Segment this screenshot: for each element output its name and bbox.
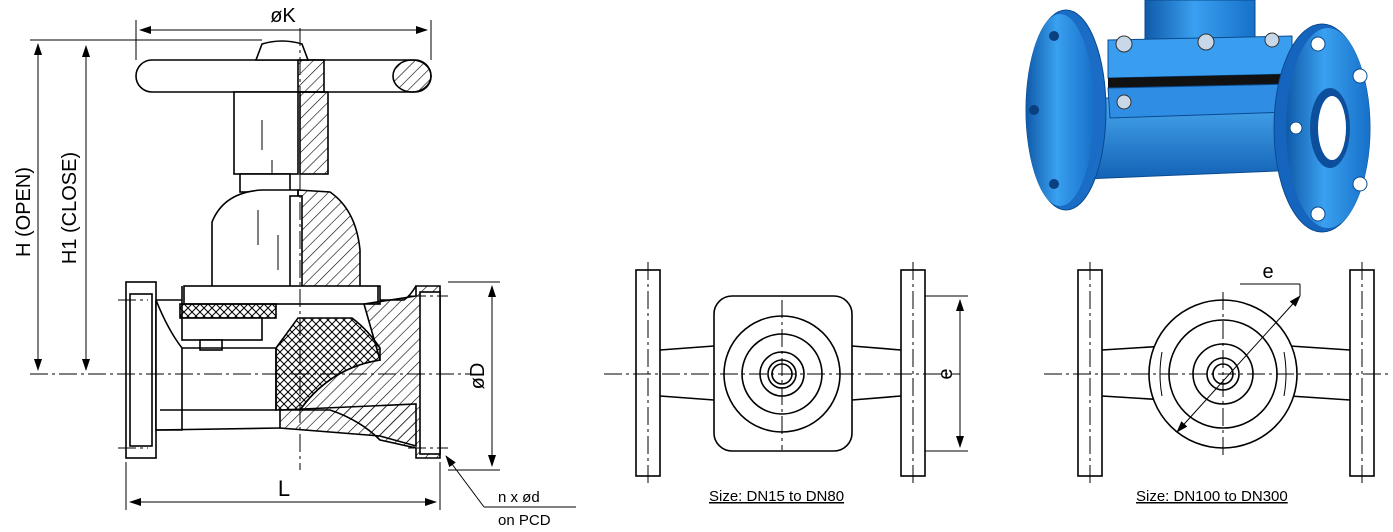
dim-d-label: øD <box>467 363 489 390</box>
section-view <box>30 28 470 470</box>
dimension-lines <box>30 20 576 510</box>
dim-e-label-large: e <box>1262 261 1273 283</box>
diaphragm-assembly <box>179 285 381 351</box>
caption-small: Size: DN15 to DN80 <box>709 488 844 505</box>
valve-3d-render <box>1025 0 1371 233</box>
dim-h-label: H (OPEN) <box>13 167 35 257</box>
handwheel <box>135 40 432 93</box>
bonnet <box>211 189 361 289</box>
bolt-pcd-label: on PCD <box>498 512 551 529</box>
top-view-large <box>1044 262 1388 484</box>
valve-body <box>125 281 441 459</box>
top-view-small <box>604 262 968 484</box>
dim-e-label-small: e <box>935 368 957 379</box>
dim-h1-label: H1 (CLOSE) <box>59 152 81 264</box>
caption-large: Size: DN100 to DN300 <box>1136 488 1288 505</box>
bonnet-neck <box>233 91 329 193</box>
dim-k-label: øK <box>270 5 296 27</box>
bolt-spec-label: n x ød <box>498 489 540 506</box>
dim-l-label: L <box>278 476 290 501</box>
